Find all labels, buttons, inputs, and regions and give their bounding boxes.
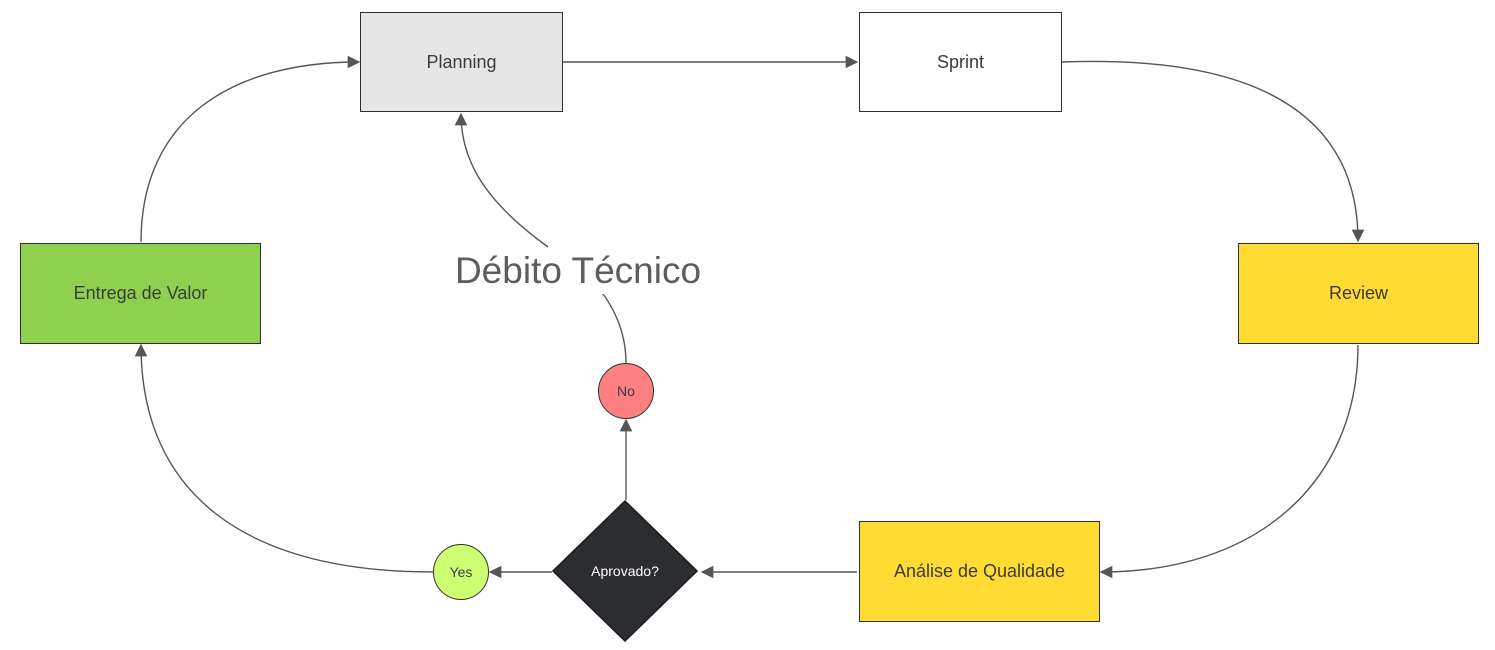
edge-no-to-debt — [599, 289, 627, 364]
node-planning[interactable]: Planning — [360, 12, 563, 112]
edge-yes-to-value — [134, 343, 435, 573]
node-yes[interactable]: Yes — [433, 544, 489, 600]
node-approved[interactable]: Aprovado? — [552, 500, 698, 642]
edge-value-to-planning — [140, 55, 361, 243]
edge-review-to-quality — [1099, 344, 1359, 579]
diamond-shape — [552, 500, 698, 642]
node-approved-label: Aprovado? — [591, 563, 659, 579]
node-no[interactable]: No — [598, 363, 654, 419]
node-value[interactable]: Entrega de Valor — [20, 243, 261, 344]
label-debito-tecnico: Débito Técnico — [447, 248, 709, 294]
node-sprint[interactable]: Sprint — [859, 12, 1062, 112]
edge-sprint-to-review — [1061, 60, 1365, 243]
node-review[interactable]: Review — [1238, 243, 1479, 344]
edge-debt-to-planning — [454, 112, 549, 248]
node-quality[interactable]: Análise de Qualidade — [859, 521, 1100, 622]
